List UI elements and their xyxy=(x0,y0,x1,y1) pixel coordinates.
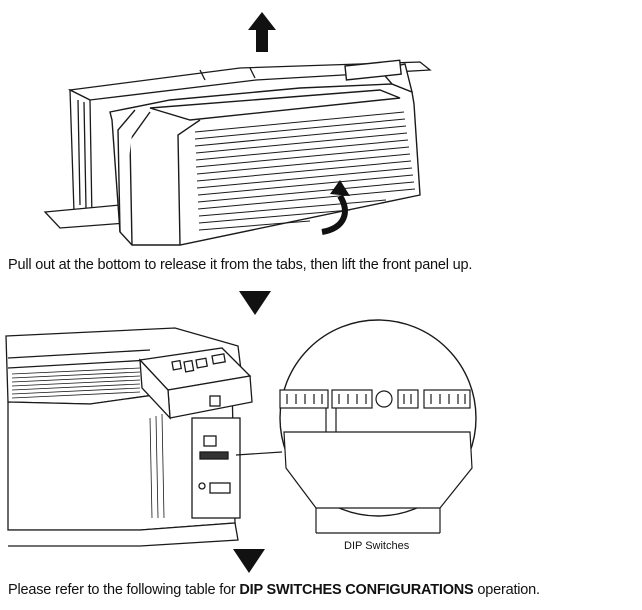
step2-caption-suffix: operation. xyxy=(473,582,540,598)
step1-caption: Pull out at the bottom to release it fro… xyxy=(8,257,473,273)
curved-arrow-icon xyxy=(321,180,350,235)
step2-caption: Please refer to the following table for … xyxy=(8,582,540,598)
dip-switch-bracket xyxy=(315,508,441,534)
dip-switches-label: DIP Switches xyxy=(344,540,410,552)
dip-switch-board xyxy=(279,389,473,509)
coil-hatching xyxy=(11,367,165,519)
down-triangle-icon-2 xyxy=(233,549,265,573)
dip-switch-location-illustration xyxy=(5,319,477,547)
step2-caption-prefix: Please refer to the following table for xyxy=(8,582,240,598)
step2-caption-bold: DIP SWITCHES CONFIGURATIONS xyxy=(239,582,474,598)
front-panel-removal-illustration xyxy=(43,12,432,246)
front-grille xyxy=(194,111,416,231)
down-triangle-icon xyxy=(239,291,271,315)
chassis-sleeve xyxy=(43,61,432,229)
up-arrow-icon xyxy=(248,12,276,52)
electrical-box xyxy=(191,417,241,519)
control-panel xyxy=(138,347,253,420)
